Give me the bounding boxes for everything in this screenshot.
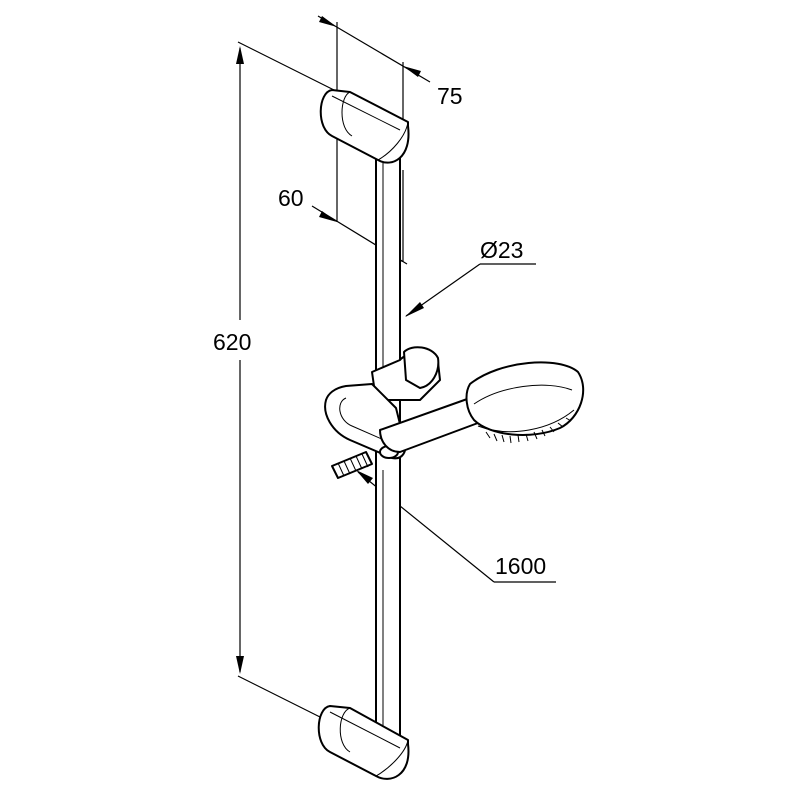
dim-620-label: 620 <box>213 329 251 355</box>
dim-60-label: 60 <box>278 185 304 211</box>
sliding-holder <box>324 346 441 460</box>
hose-connector <box>331 451 373 479</box>
dimension-620: 620 <box>213 41 339 727</box>
dimension-1600: 1600 <box>356 470 556 583</box>
dim-75-label: 75 <box>437 83 463 109</box>
dim-diameter-label: Ø23 <box>480 237 523 263</box>
dim-1600-label: 1600 <box>495 553 546 579</box>
dimension-75: 75 <box>317 15 463 130</box>
bottom-wall-bracket <box>317 705 410 780</box>
hand-shower <box>379 361 585 453</box>
dimension-diameter-23: Ø23 <box>405 237 536 317</box>
top-wall-bracket <box>319 89 410 164</box>
